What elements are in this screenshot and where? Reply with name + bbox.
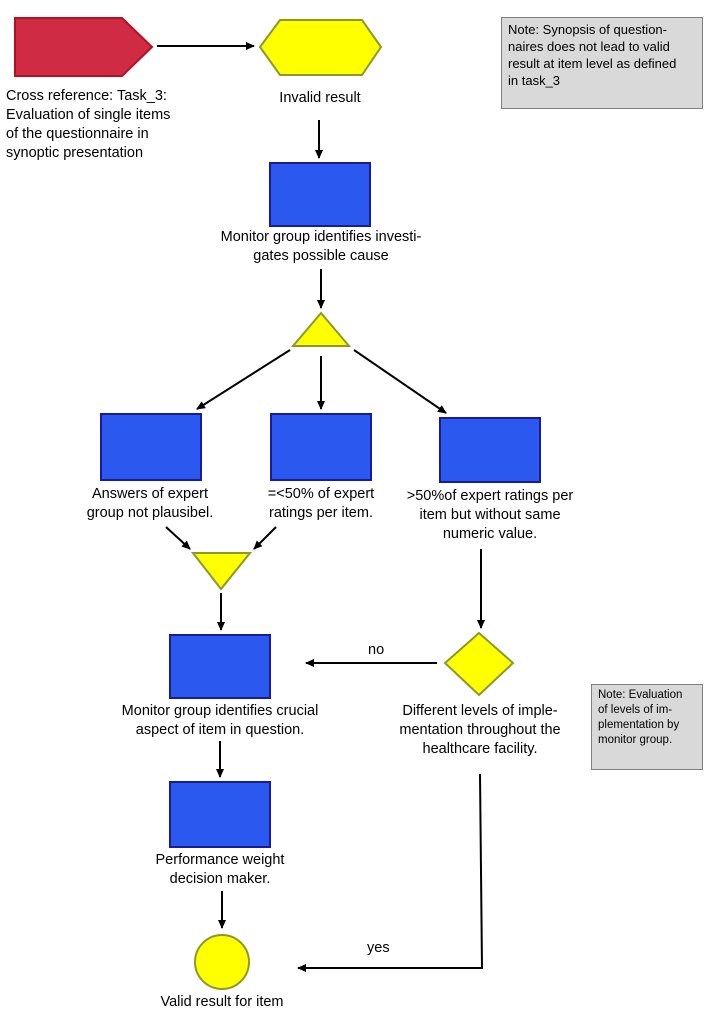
performance-weight-box <box>169 781 271 848</box>
answers-not-plausible-box <box>100 413 202 481</box>
cross-reference-line: of the questionnaire in <box>6 126 149 142</box>
less-than-50-label: =<50% of expert ratings per item. <box>267 486 375 521</box>
more-than-50-box <box>439 417 541 483</box>
arrow-decision-yes <box>297 773 484 972</box>
cross-reference-label: Cross reference: Task_3: Evaluation of s… <box>6 87 206 163</box>
note-evaluation: Note: Evaluation of levels of im- plemen… <box>591 684 703 770</box>
performance-weight-label: Performance weight decision maker. <box>155 852 285 887</box>
arrow-split-to-more <box>353 349 447 414</box>
valid-result-event <box>194 934 250 990</box>
decision-diamond <box>443 631 515 697</box>
crucial-aspect-box <box>169 634 271 699</box>
note-synopsis: Note: Synopsis of question- naires does … <box>501 17 703 109</box>
less-than-50-box <box>270 413 372 481</box>
cross-reference-line: Evaluation of single items <box>6 107 171 123</box>
monitor-investigates-label: Monitor group identifies investi- gates … <box>220 229 422 264</box>
cross-reference-line: synoptic presentation <box>6 145 144 161</box>
split-operator <box>290 311 352 347</box>
edge-label-no: no <box>368 642 385 658</box>
arrow-less-to-join <box>253 526 277 550</box>
valid-result-label: Valid result for item <box>160 994 284 1010</box>
join-operator <box>190 552 253 591</box>
arrow-answers-to-join <box>165 526 191 550</box>
invalid-result-event <box>258 19 383 76</box>
monitor-investigates-box <box>269 162 371 227</box>
edge-label-yes: yes <box>367 940 390 956</box>
arrow-split-to-answers <box>196 349 291 410</box>
answers-not-plausible-label: Answers of expert group not plausibel. <box>86 486 214 521</box>
cross-reference-shape <box>14 17 154 77</box>
invalid-result-label: Invalid result <box>279 90 361 106</box>
more-than-50-label: >50%of expert ratings per item but witho… <box>406 488 574 542</box>
different-levels-label: Different levels of imple- mentation thr… <box>399 703 561 757</box>
crucial-aspect-label: Monitor group identifies crucial aspect … <box>121 703 319 738</box>
cross-reference-line: Cross reference: Task_3: <box>6 88 167 104</box>
